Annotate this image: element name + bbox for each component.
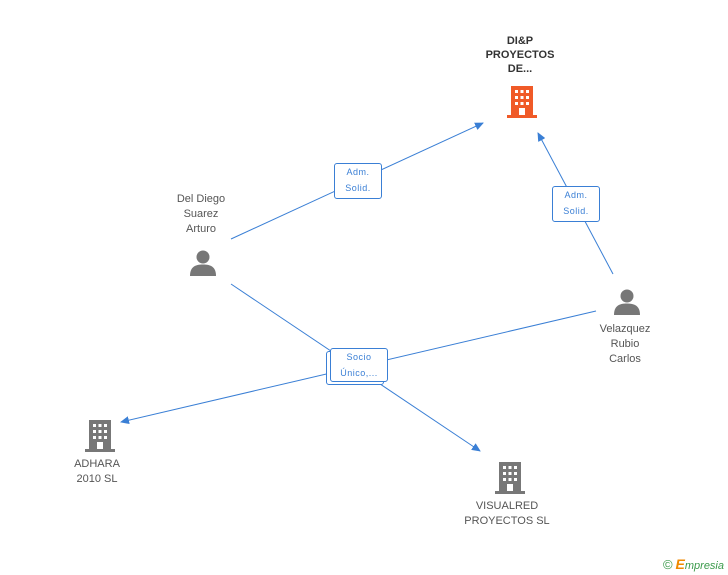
node-dip-label[interactable]: DI&P PROYECTOS DE... — [485, 35, 555, 75]
node-deldiego-label[interactable]: Del Diego Suarez Arturo — [176, 193, 226, 235]
building-icon[interactable] — [494, 460, 526, 494]
building-icon[interactable] — [506, 84, 538, 118]
empresia-logo[interactable]: ©Empresia — [662, 556, 724, 572]
edge-label-socio-unico[interactable]: Socio Único,... — [330, 348, 388, 382]
edge-label-adm-solid[interactable]: Adm. Solid. — [552, 186, 600, 222]
copyright-icon: © — [662, 557, 673, 572]
building-icon[interactable] — [84, 418, 116, 452]
node-adhara-label[interactable]: ADHARA 2010 SL — [74, 458, 120, 485]
person-icon[interactable] — [189, 249, 217, 277]
edge-label-adm-solid[interactable]: Adm. Solid. — [334, 163, 382, 199]
person-icon[interactable] — [613, 288, 641, 316]
node-visualred-label[interactable]: VISUALRED PROYECTOS SL — [464, 500, 550, 527]
node-velazquez-label[interactable]: Velazquez Rubio Carlos — [599, 323, 651, 365]
